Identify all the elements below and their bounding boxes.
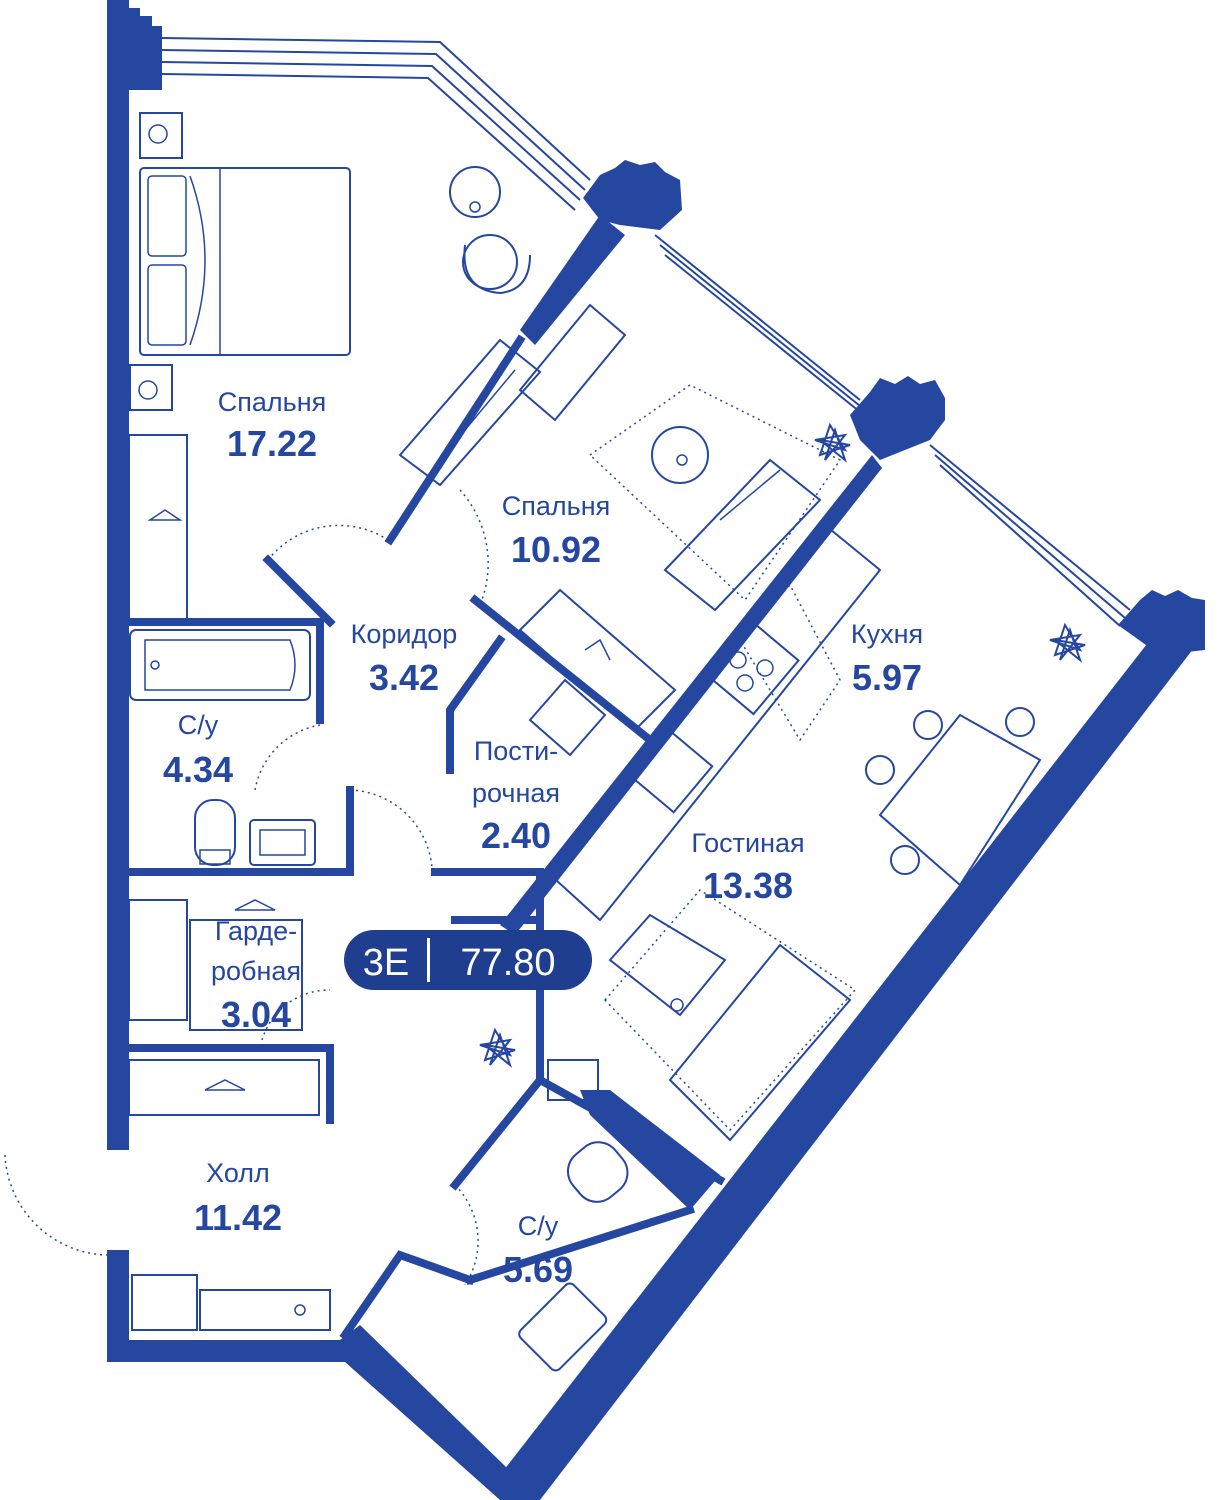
room-name: Спальня: [218, 387, 327, 417]
room-label-bedroom-2: Спальня 10.92: [502, 491, 611, 570]
room-area: 13.38: [703, 865, 793, 906]
hall-closet-icon: [128, 1059, 320, 1116]
room-name: Кухня: [851, 619, 923, 649]
door-bath2: [454, 1184, 479, 1286]
door-corridor: [349, 789, 433, 869]
corner-block-mid: [850, 376, 945, 460]
left-wall-lower: [107, 1250, 129, 1360]
desk-icon: [398, 303, 627, 487]
round-table-icon: [449, 166, 531, 295]
room-name: Спальня: [502, 491, 611, 521]
room-label-bathroom-1: С/у 4.34: [163, 710, 233, 790]
plant-icon: [479, 422, 1086, 1068]
right-diagonal-wall: [500, 640, 1200, 1500]
doors: [4, 489, 489, 1286]
room-area: 11.42: [194, 1197, 282, 1238]
room-area: 2.40: [481, 815, 551, 856]
room-label-kitchen: Кухня 5.97: [851, 619, 923, 698]
door-bath1: [254, 724, 321, 791]
room-label-bathroom-2: С/у 5.69: [503, 1211, 573, 1290]
wardrobe-rack-icon: [128, 899, 303, 1031]
wall-bedroom-divider-top: [520, 215, 625, 345]
toilet-icon: [194, 799, 236, 866]
unit-badge: 3E 77.80: [344, 930, 592, 990]
room-label-bedroom-1: Спальня 17.22: [218, 387, 327, 464]
sink2-icon: [518, 1282, 608, 1372]
door-bedroom2: [459, 489, 489, 606]
room-name-line1: Гарде-: [215, 916, 297, 946]
room-area: 4.34: [163, 749, 233, 790]
room-name: С/у: [518, 1211, 559, 1241]
door-bedroom1: [267, 524, 389, 561]
furniture: [128, 112, 1086, 1372]
room-name: Холл: [206, 1158, 270, 1188]
room-labels: Спальня 17.22 Спальня 10.92 Коридор 3.42…: [163, 387, 923, 1290]
living-sofa-icon: [603, 889, 857, 1142]
room-name-line2: робная: [211, 956, 301, 986]
toilet2-icon: [566, 1141, 629, 1203]
room-area: 5.97: [852, 657, 922, 698]
dining-table-icon: [865, 707, 1042, 887]
corner-block-tl: [107, 0, 162, 90]
badge-divider: [427, 938, 430, 982]
room-name: С/у: [178, 710, 219, 740]
room-area: 3.42: [369, 657, 439, 698]
left-wall: [107, 0, 129, 1150]
wardrobe-icon: [128, 434, 188, 623]
tv-unit-icon: [547, 1059, 599, 1101]
nightstand-icon: [129, 112, 183, 411]
bottom-diagonal-wall: [340, 1325, 540, 1500]
bathtub-icon: [129, 629, 311, 701]
room-area: 5.69: [503, 1249, 573, 1290]
unit-type: 3E: [363, 942, 409, 984]
room-area: 10.92: [511, 529, 601, 570]
windows: [161, 37, 1131, 627]
corner-block-right: [1118, 590, 1205, 655]
door-entrance: [4, 1154, 108, 1256]
outer-walls: [107, 0, 1205, 1500]
room-label-corridor: Коридор 3.42: [351, 619, 458, 698]
room-name-line1: Пости-: [474, 736, 558, 766]
sofa-icon: [588, 384, 842, 612]
kitchen-counter-icon: [543, 523, 882, 922]
room-area: 17.22: [227, 423, 317, 464]
unit-total-area: 77.80: [460, 942, 555, 984]
laundry-rack-icon: [518, 588, 677, 757]
shoe-cabinet-icon: [131, 1274, 331, 1331]
bed-icon: [139, 167, 351, 356]
room-name: Коридор: [351, 619, 458, 649]
room-area: 3.04: [221, 994, 291, 1035]
room-label-hall: Холл 11.42: [194, 1158, 282, 1238]
room-name-line2: рочная: [472, 778, 560, 808]
wall-bedroom2-living: [500, 455, 882, 935]
room-label-laundry: Пости- рочная 2.40: [472, 736, 560, 856]
bottom-wall: [107, 1340, 347, 1362]
corner-block-upper: [583, 160, 682, 230]
badge-background: [344, 930, 592, 990]
sink-icon: [249, 819, 316, 866]
room-label-living: Гостиная 13.38: [691, 828, 804, 906]
room-name: Гостиная: [691, 828, 804, 858]
room-label-wardrobe: Гарде- робная 3.04: [211, 916, 301, 1035]
